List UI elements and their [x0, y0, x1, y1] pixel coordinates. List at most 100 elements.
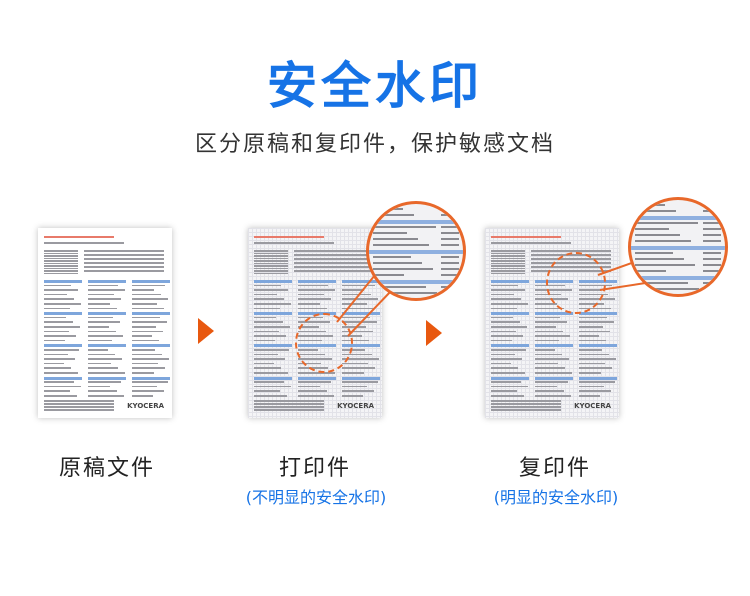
doc-text-line — [342, 316, 370, 319]
doc-text-line — [342, 349, 365, 351]
doc-text-line — [88, 339, 112, 342]
doc-text-line — [44, 321, 73, 323]
note-copied: (明显的安全水印) — [493, 488, 619, 507]
doc-text-line — [373, 292, 437, 294]
doc-text-line — [254, 298, 284, 300]
doc-text-line — [88, 390, 117, 392]
doc-text-line — [88, 307, 117, 310]
doc-text-line — [44, 330, 69, 333]
doc-text-line — [88, 330, 116, 333]
doc-text-line — [254, 349, 289, 351]
doc-text-line — [535, 321, 567, 323]
magnifier-detail — [366, 201, 466, 301]
page-subtitle: 区分原稿和复印件，保护敏感文档 — [194, 132, 555, 157]
doc-text-line — [254, 376, 292, 380]
doc-text-line — [703, 210, 721, 212]
doc-text-line — [579, 362, 605, 365]
doc-text-line — [254, 409, 324, 411]
doc-text-line — [491, 376, 529, 380]
doc-text-line — [132, 349, 155, 351]
doc-text-line — [44, 409, 114, 411]
doc-text-line — [491, 250, 525, 252]
doc-text-line — [535, 335, 570, 337]
doc-text-line — [491, 321, 520, 323]
doc-text-line — [579, 376, 617, 380]
doc-text-line — [88, 362, 111, 365]
doc-text-line — [44, 298, 74, 300]
doc-text-line — [491, 262, 525, 264]
doc-text-line — [342, 385, 367, 388]
doc-text-line — [88, 312, 126, 316]
doc-text-line — [491, 400, 561, 402]
doc-text-line — [579, 395, 600, 397]
doc-text-line — [88, 289, 125, 291]
doc-text-line — [132, 330, 163, 333]
doc-text-line — [342, 395, 363, 397]
doc-text-line — [373, 256, 411, 258]
doc-text-line — [491, 367, 518, 369]
doc-text-line — [298, 385, 320, 388]
doc-text-line — [631, 216, 725, 220]
doc-text-line — [254, 406, 324, 408]
doc-text-line — [44, 280, 82, 283]
doc-text-line — [703, 258, 721, 260]
kyocera-logo: KYOCERA — [127, 402, 164, 410]
doc-text-line — [531, 250, 611, 252]
doc-text-line — [635, 270, 666, 272]
doc-text-line — [88, 326, 109, 328]
doc-text-line — [132, 307, 164, 310]
doc-text-line — [579, 339, 606, 342]
doc-text-line — [535, 367, 565, 369]
doc-text-line — [254, 385, 291, 388]
doc-text-line — [369, 220, 463, 224]
doc-text-line — [254, 362, 274, 365]
doc-text-line — [44, 400, 114, 402]
doc-text-line — [84, 262, 164, 264]
watermark-highlight-circle — [295, 313, 353, 373]
doc-text-line — [342, 339, 369, 342]
doc-text-line — [254, 330, 279, 333]
doc-text-line — [441, 238, 459, 240]
doc-text-line — [373, 274, 404, 276]
doc-text-line — [44, 267, 78, 269]
doc-text-line — [132, 381, 168, 383]
doc-text-line — [491, 339, 512, 342]
doc-text-line — [44, 303, 81, 305]
doc-text-line — [441, 268, 459, 270]
doc-text-line — [254, 267, 288, 269]
doc-text-line — [441, 226, 459, 228]
doc-text-line — [132, 298, 168, 300]
doc-text-line — [44, 265, 78, 267]
doc-text-line — [294, 258, 374, 260]
doc-text-line — [535, 316, 560, 319]
doc-text-line — [44, 262, 78, 264]
doc-text-line — [441, 244, 459, 246]
arrow-right-icon — [426, 320, 442, 346]
doc-text-line — [132, 390, 164, 392]
doc-text-line — [342, 390, 374, 392]
doc-text-line — [535, 303, 557, 305]
magnifier-detail — [628, 197, 728, 297]
doc-text-line — [254, 272, 288, 274]
doc-text-line — [84, 266, 164, 268]
doc-text-line — [88, 293, 114, 296]
doc-text-line — [298, 280, 336, 283]
doc-text-line — [703, 264, 721, 266]
doc-text-line — [342, 372, 364, 374]
doc-text-line — [342, 367, 375, 369]
arrow-right-icon — [198, 318, 214, 344]
doc-text-line — [88, 367, 118, 369]
doc-text-line — [88, 280, 126, 283]
doc-text-line — [703, 270, 721, 272]
doc-text-line — [254, 242, 334, 244]
doc-text-line — [342, 280, 380, 283]
doc-text-line — [88, 376, 126, 380]
doc-text-line — [254, 250, 288, 252]
doc-text-line — [132, 321, 167, 323]
doc-text-line — [254, 293, 277, 296]
doc-text-line — [298, 372, 335, 374]
doc-text-line — [132, 353, 162, 356]
doc-text-line — [132, 344, 170, 348]
doc-text-line — [132, 385, 157, 388]
doc-text-line — [44, 358, 75, 360]
